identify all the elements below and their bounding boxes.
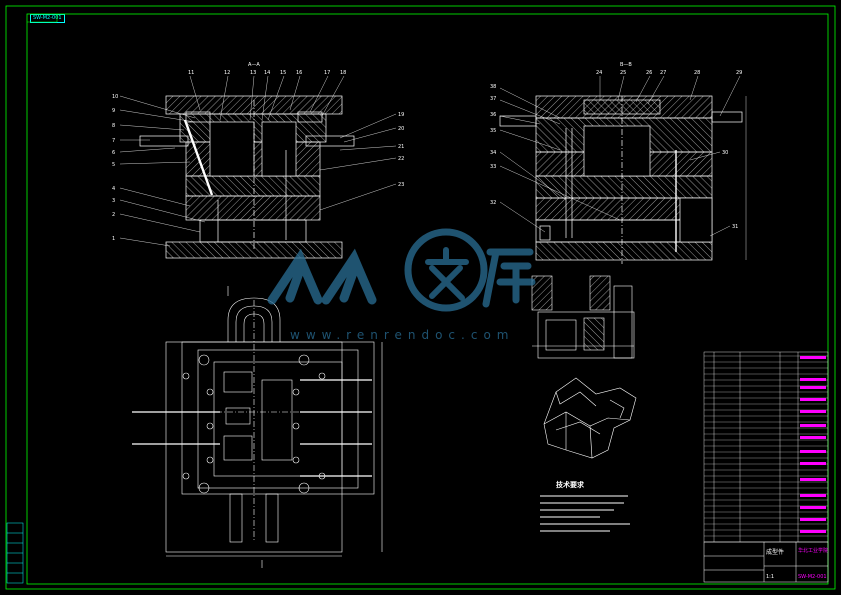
svg-text:36: 36 [490,112,496,118]
svg-text:32: 32 [490,200,496,206]
svg-text:8: 8 [112,123,115,129]
svg-text:29: 29 [736,70,742,76]
section-b-leaders [499,75,747,260]
svg-text:30: 30 [722,150,728,156]
svg-text:34: 34 [490,150,496,156]
section-a-view [139,95,355,259]
part-section-detail [531,275,635,359]
svg-text:10: 10 [112,94,118,100]
section-a-leaders [119,75,397,247]
svg-text:38: 38 [490,84,496,90]
svg-text:25: 25 [620,70,626,76]
svg-text:26: 26 [646,70,652,76]
svg-text:33: 33 [490,164,496,170]
watermark-url: www.renrendoc.com [290,328,515,342]
svg-text:2: 2 [112,212,115,218]
left-margin-block [6,522,24,584]
watermark-logo [267,228,536,312]
svg-text:21: 21 [398,144,404,150]
outer-frame [5,5,836,590]
svg-text:31: 31 [732,224,738,230]
svg-text:20: 20 [398,126,404,132]
svg-text:24: 24 [596,70,602,76]
svg-text:9: 9 [112,108,115,114]
section-b-view [499,95,743,264]
title-block-school: 华北工业学院 [798,547,828,554]
drawing-number-tag: SW-M2-001 [30,14,65,23]
svg-text:17: 17 [324,70,330,76]
svg-text:16: 16 [296,70,302,76]
svg-text:3: 3 [112,198,115,204]
svg-text:14: 14 [264,70,270,76]
svg-text:37: 37 [490,96,496,102]
section-b-part-numbers: 38 37 36 35 34 33 32 24 25 26 27 28 29 30 31 [490,70,742,230]
bill-of-materials [703,351,829,543]
section-a-part-numbers: 10 9 8 7 6 5 4 3 2 1 11 12 13 14 15 16 17 18 19 20 21… [112,70,404,242]
svg-text:28: 28 [694,70,700,76]
plan-view [132,286,383,568]
svg-text:19: 19 [398,112,404,118]
title-block [703,541,829,583]
title-block-part-name: 成型件 [766,548,784,556]
title-block-scale: 1:1 [766,574,774,580]
isometric-part [543,377,637,459]
section-label-a: A—A [248,62,260,68]
svg-text:1: 1 [112,236,115,242]
section-label-b: B—B [620,62,632,68]
bom-magenta-cells [800,356,826,533]
title-block-drawing-no: SW-M2-001 [798,574,827,580]
svg-text:4: 4 [112,186,115,192]
svg-text:5: 5 [112,162,115,168]
technical-notes-title: 技术要求 [556,481,584,489]
svg-text:27: 27 [660,70,666,76]
svg-text:22: 22 [398,156,404,162]
technical-notes [540,495,630,532]
svg-text:35: 35 [490,128,496,134]
svg-text:12: 12 [224,70,230,76]
svg-text:7: 7 [112,138,115,144]
svg-text:11: 11 [188,70,194,76]
svg-text:13: 13 [250,70,256,76]
svg-text:6: 6 [112,150,115,156]
inner-frame [26,13,829,585]
svg-text:18: 18 [340,70,346,76]
svg-text:15: 15 [280,70,286,76]
svg-text:23: 23 [398,182,404,188]
